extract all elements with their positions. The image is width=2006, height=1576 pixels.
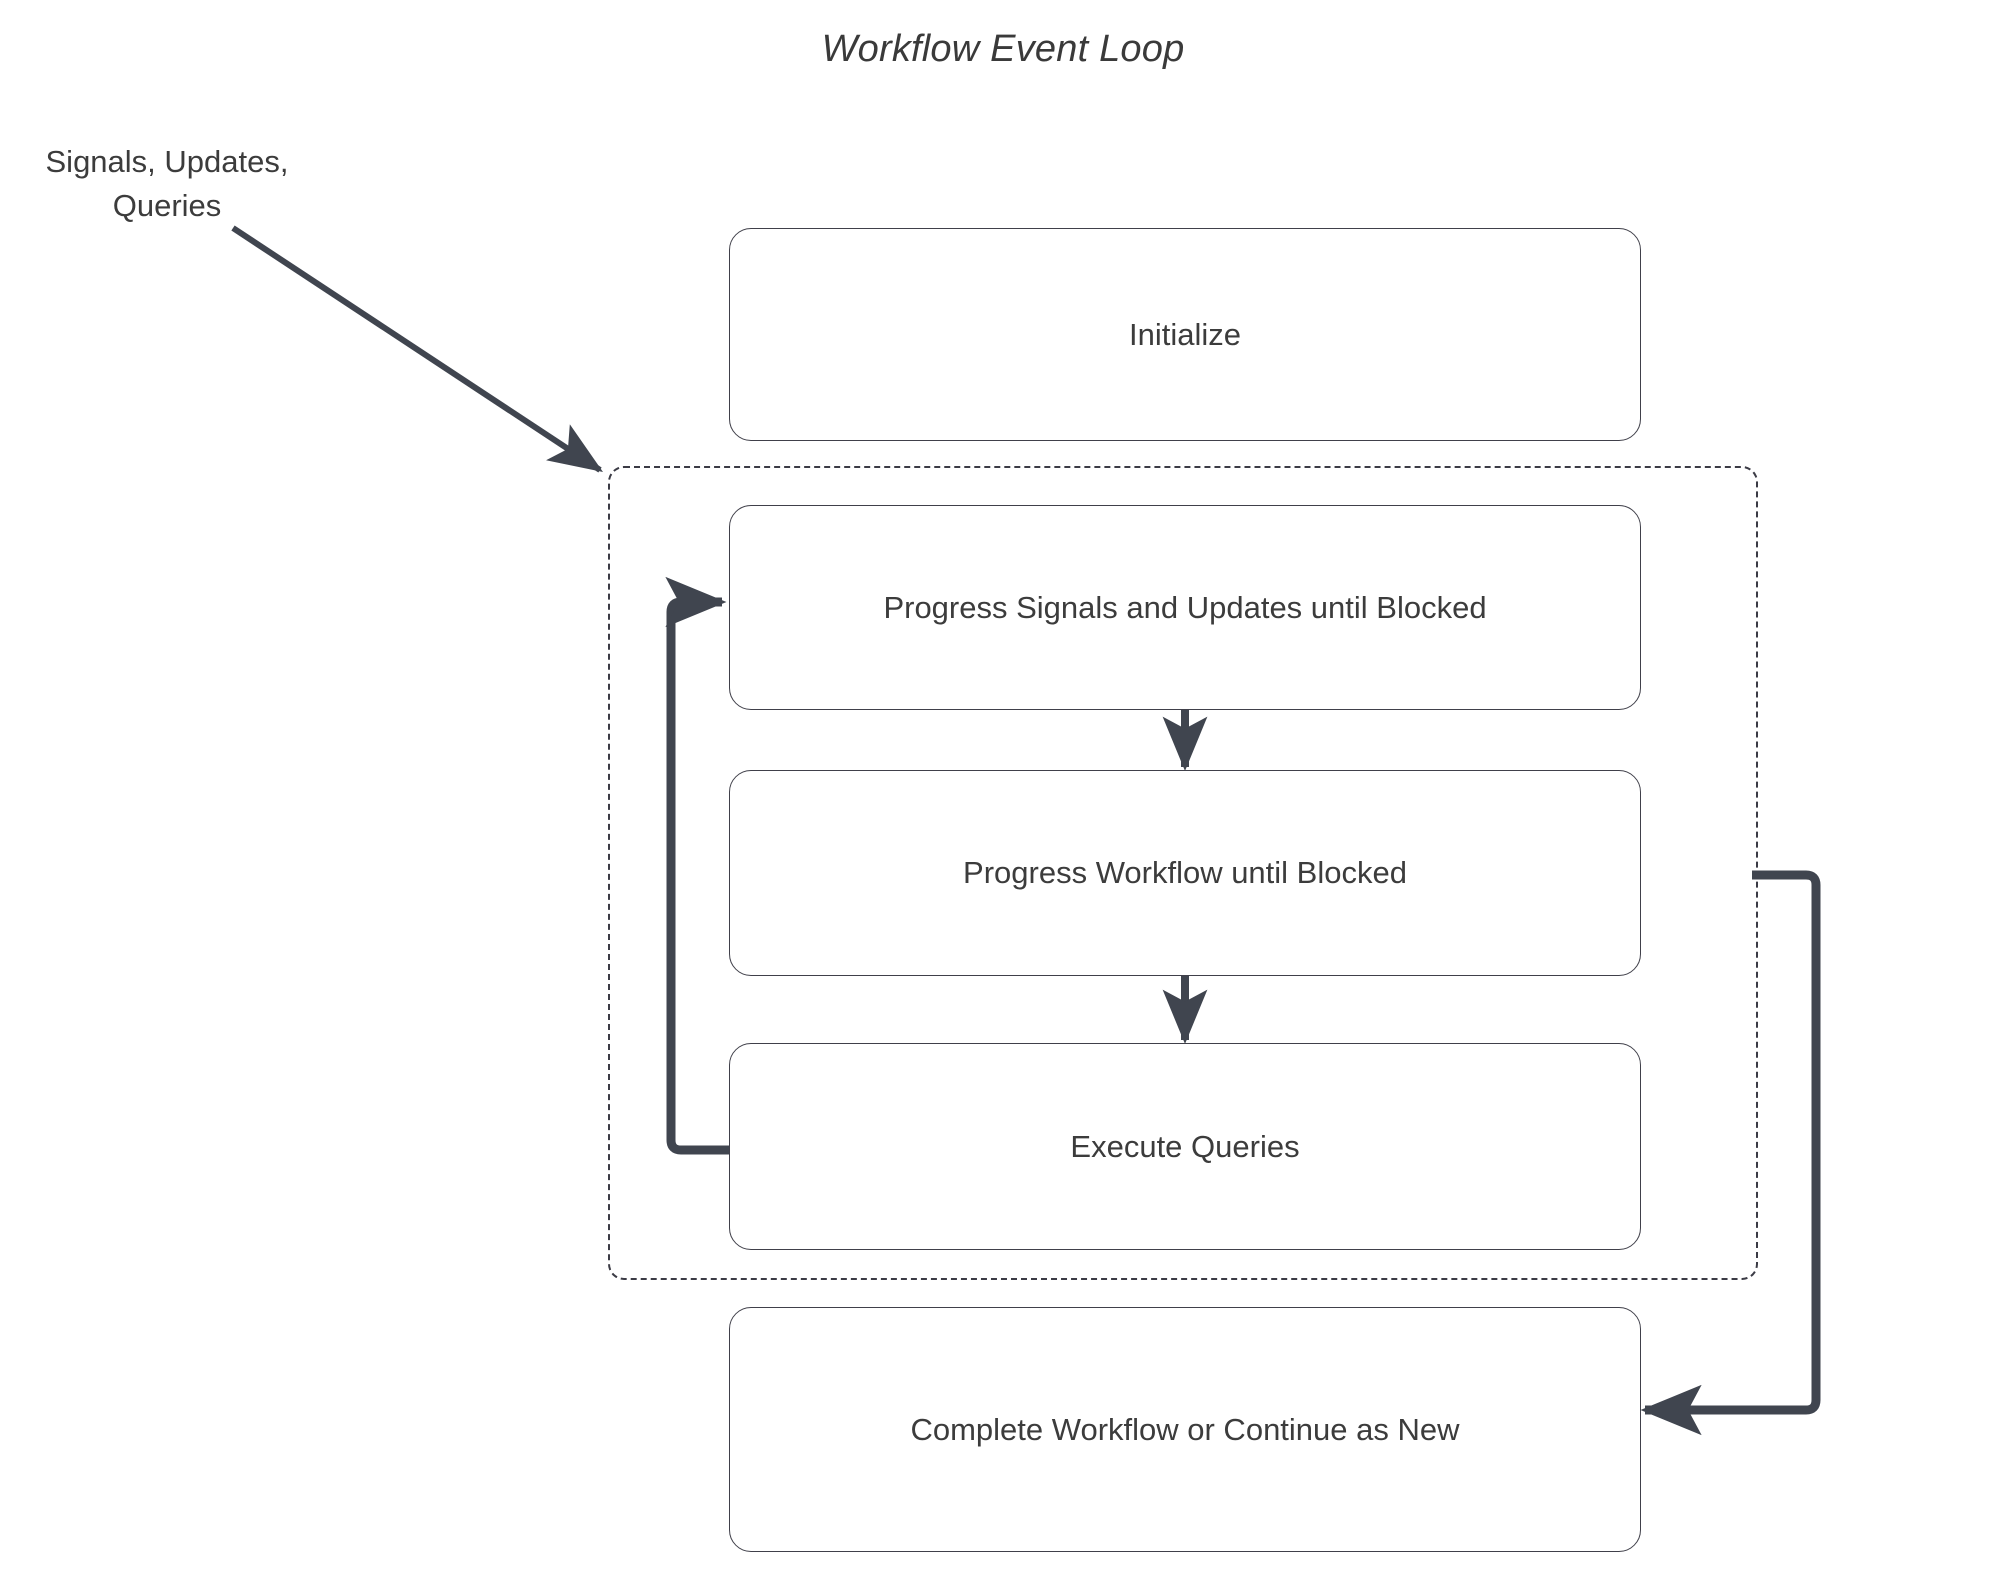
- node-progress-workflow[interactable]: Progress Workflow until Blocked: [729, 770, 1641, 976]
- node-execute-queries[interactable]: Execute Queries: [729, 1043, 1641, 1250]
- node-complete-workflow-label: Complete Workflow or Continue as New: [910, 1411, 1460, 1447]
- external-input-label-line1: Signals, Updates,: [45, 144, 289, 179]
- node-progress-workflow-label: Progress Workflow until Blocked: [963, 855, 1407, 890]
- node-initialize[interactable]: Initialize: [729, 228, 1641, 441]
- node-progress-signals-updates-label: Progress Signals and Updates until Block…: [883, 589, 1487, 625]
- node-complete-workflow[interactable]: Complete Workflow or Continue as New: [729, 1307, 1641, 1552]
- edge-external-input-to-loop: [231, 225, 604, 473]
- external-input-label: Signals, Updates, Queries: [22, 140, 312, 228]
- node-progress-signals-updates[interactable]: Progress Signals and Updates until Block…: [729, 505, 1641, 710]
- node-execute-queries-label: Execute Queries: [1070, 1128, 1300, 1164]
- node-initialize-label: Initialize: [1129, 316, 1241, 352]
- page-title: Workflow Event Loop: [821, 28, 1185, 70]
- external-input-label-line2: Queries: [112, 188, 222, 223]
